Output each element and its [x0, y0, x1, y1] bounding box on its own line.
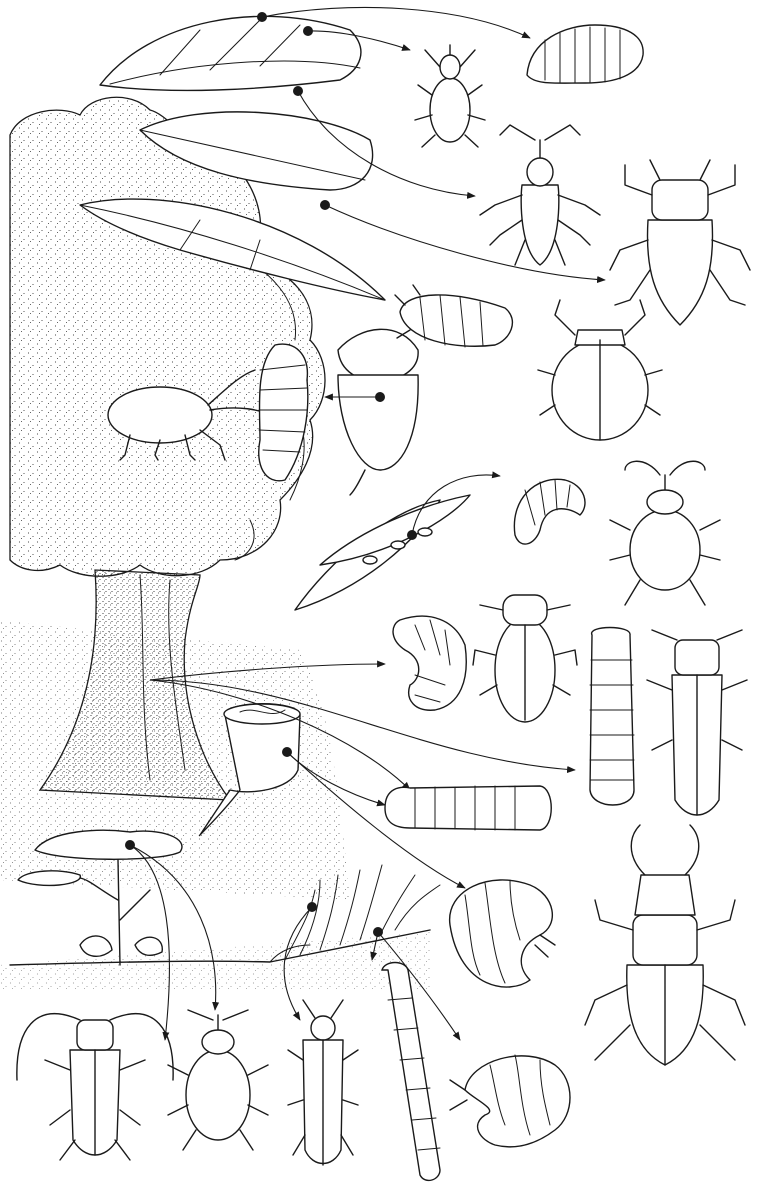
- leaf-larva: [527, 25, 643, 83]
- small-tree: [18, 830, 182, 965]
- curled-larva-pod: [514, 479, 585, 544]
- click-beetle: [288, 1000, 358, 1165]
- horned-beetle: [610, 160, 750, 325]
- segmented-larva: [590, 628, 634, 806]
- oval-beetle: [473, 595, 577, 722]
- acorn: [338, 329, 418, 495]
- long-larva: [385, 786, 551, 830]
- c-grub-bottom: [450, 1055, 570, 1147]
- round-beetle: [538, 300, 662, 440]
- seed-pods: [295, 495, 470, 610]
- stag-beetle: [585, 825, 745, 1065]
- long-snout-weevil: [480, 125, 600, 265]
- snout-beetle-bottom: [168, 1010, 268, 1150]
- longhorn-beetle: [647, 630, 747, 815]
- scene: [0, 16, 470, 990]
- c-grub-large: [450, 880, 555, 987]
- wireworm: [382, 963, 440, 1181]
- weevil-small: [415, 45, 485, 147]
- flat-larva: [395, 285, 512, 347]
- pod-weevil: [610, 461, 720, 605]
- grub-curved: [393, 616, 466, 710]
- longhorn-antennae-beetle: [17, 1014, 173, 1160]
